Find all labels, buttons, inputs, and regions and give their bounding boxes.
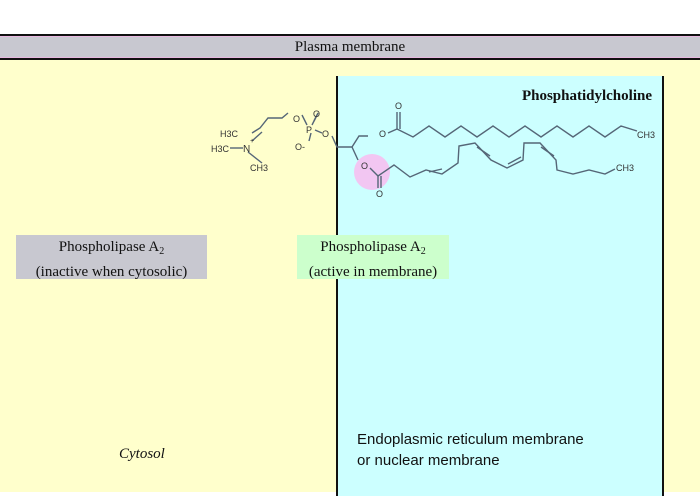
- phospholipase-inactive-name: Phospholipase A2: [16, 237, 207, 262]
- cytosol-label: Cytosol: [119, 446, 165, 462]
- phosphatidylcholine-title: Phosphatidylcholine: [521, 88, 652, 104]
- er-membrane-label-line2: or nuclear membrane: [357, 452, 500, 469]
- phospholipase-active-state: (active in membrane): [308, 264, 438, 280]
- phospholipase-active-name: Phospholipase A2: [297, 237, 449, 262]
- plasma-membrane-label: Plasma membrane: [294, 39, 406, 55]
- enzyme-name: Phospholipase A: [58, 239, 160, 255]
- enzyme-subscript: 2: [159, 246, 165, 257]
- enzyme-name: Phospholipase A: [320, 239, 421, 255]
- er-membrane-label: Endoplasmic reticulum membrane or nuclea…: [357, 429, 584, 471]
- phospholipase-inactive-state: (inactive when cytosolic): [35, 264, 188, 280]
- er-membrane-label-line1: Endoplasmic reticulum membrane: [357, 431, 584, 448]
- plasma-membrane-band: Plasma membrane: [0, 34, 700, 60]
- phospholipase-inactive-box: Phospholipase A2 (inactive when cytosoli…: [16, 235, 207, 280]
- phospholipase-active-box: Phospholipase A2 (active in membrane): [297, 235, 449, 280]
- enzyme-subscript: 2: [420, 246, 426, 257]
